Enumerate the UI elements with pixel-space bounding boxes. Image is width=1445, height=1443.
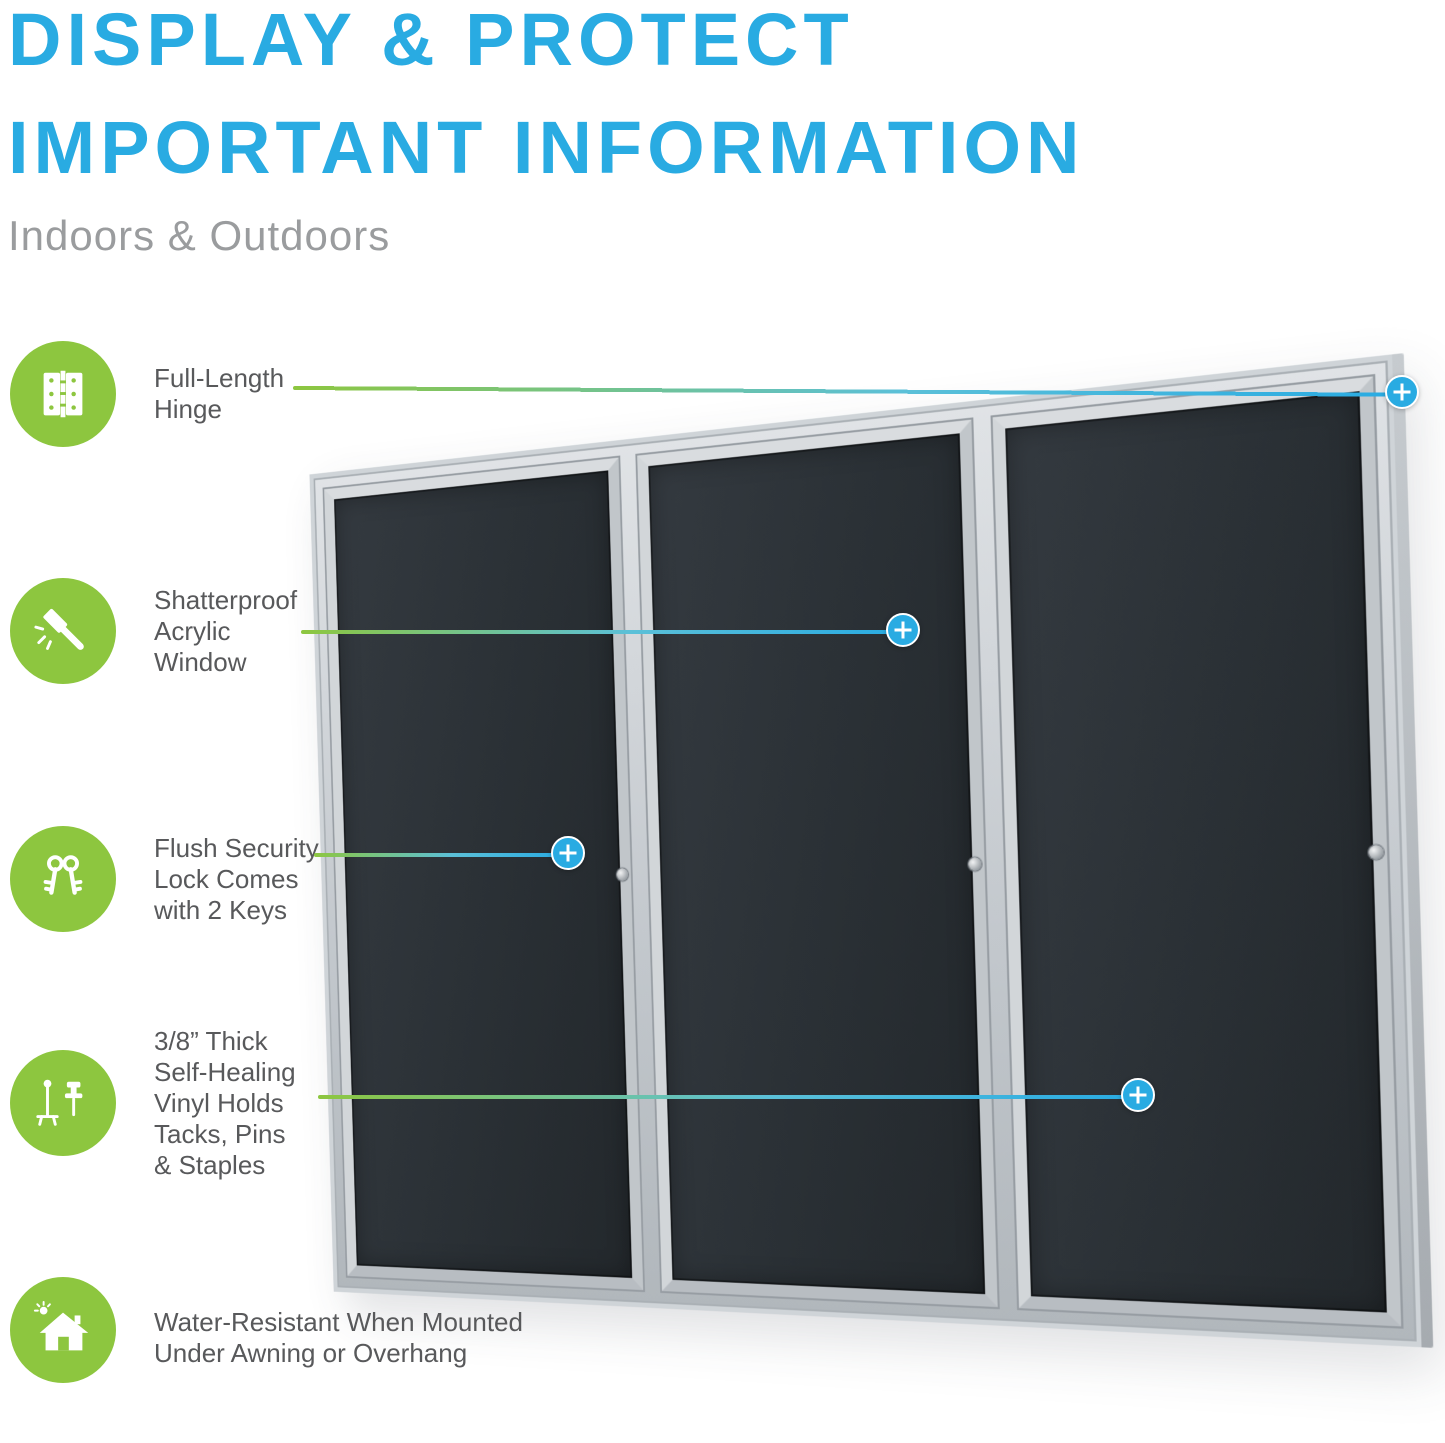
hinge-icon-glyph	[43, 370, 83, 418]
plus-marker-lock-icon	[551, 836, 585, 870]
feature-label-line: Under Awning or Overhang	[154, 1338, 468, 1368]
title-line-1: DISPLAY & PROTECT	[8, 0, 854, 81]
enclosed-bulletin-board	[309, 354, 1423, 1348]
feature-label-line: Vinyl Holds	[154, 1087, 284, 1118]
feature-vinyl-surface: 3/8” Thick Self-Healing Vinyl Holds Tack…	[10, 1026, 296, 1180]
plus-marker-vinyl-icon	[1121, 1078, 1155, 1112]
feature-label: Water-Resistant When Mounted Under Awnin…	[154, 1307, 523, 1369]
shatterproof-hammer-icon	[10, 578, 116, 684]
security-keys-icon-glyph	[43, 855, 83, 895]
callout-line-acrylic	[301, 630, 901, 634]
feature-label-line: Full-Length	[154, 363, 285, 393]
hinge-icon	[10, 341, 116, 447]
plus-marker-acrylic-icon	[886, 613, 920, 647]
feature-security-lock: Flush Security Lock Comes with 2 Keys	[10, 826, 319, 932]
water-resistant-house-icon-glyph	[33, 1300, 89, 1351]
pushpin-icon	[10, 1050, 116, 1156]
feature-label-line: Self-Healing	[154, 1056, 296, 1087]
title-line-2: IMPORTANT INFORMATION	[8, 106, 1085, 189]
plus-marker-hinge-icon	[1385, 375, 1419, 409]
feature-label-line: with 2 Keys	[154, 894, 287, 925]
feature-label-line: Water-Resistant When Mounted	[154, 1307, 523, 1337]
callout-line-lock	[314, 853, 566, 857]
feature-label-line: Shatterproof	[154, 584, 298, 615]
security-keys-icon	[10, 826, 116, 932]
board-door-2	[637, 419, 998, 1308]
page-title: DISPLAY & PROTECT IMPORTANT INFORMATION	[8, 0, 1084, 202]
feature-label-line: Lock Comes	[154, 863, 299, 894]
callout-line-vinyl	[318, 1095, 1136, 1099]
feature-label-line: & Staples	[154, 1149, 266, 1180]
feature-label-line: Flush Security	[154, 832, 319, 863]
feature-label: Flush Security Lock Comes with 2 Keys	[154, 833, 319, 926]
board-door-1	[324, 457, 644, 1291]
subtitle: Indoors & Outdoors	[8, 212, 391, 259]
feature-label-line: Acrylic	[154, 615, 231, 646]
feature-label: Full-Length Hinge	[154, 363, 284, 425]
shatterproof-hammer-icon-glyph	[34, 608, 84, 650]
feature-label-line: Window	[154, 646, 247, 677]
pushpin-icon-glyph	[36, 1079, 83, 1126]
door-lock-icon	[616, 867, 629, 881]
feature-shatterproof: Shatterproof Acrylic Window	[10, 578, 297, 684]
feature-label-line: 3/8” Thick	[154, 1025, 268, 1056]
door-lock-icon	[967, 856, 982, 871]
feature-hinge: Full-Length Hinge	[10, 341, 284, 447]
feature-label: 3/8” Thick Self-Healing Vinyl Holds Tack…	[154, 1026, 296, 1181]
feature-label: Shatterproof Acrylic Window	[154, 585, 297, 678]
water-resistant-house-icon	[10, 1277, 116, 1383]
feature-water-resistant: Water-Resistant When Mounted Under Awnin…	[10, 1277, 523, 1383]
feature-label-line: Tacks, Pins	[154, 1118, 286, 1149]
door-lock-icon	[1368, 844, 1384, 860]
board-door-3	[992, 376, 1402, 1327]
feature-label-line: Hinge	[154, 394, 222, 424]
